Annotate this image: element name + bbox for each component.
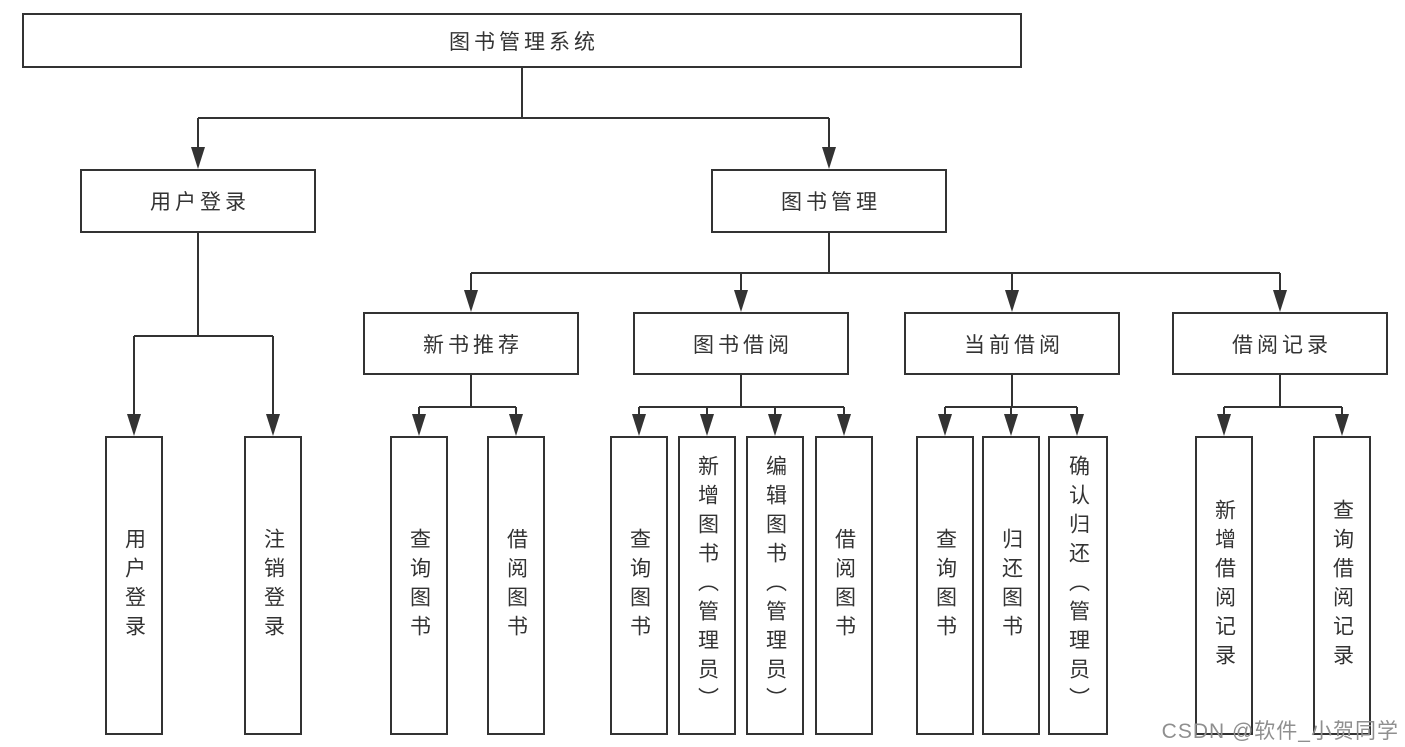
leaf-borrow-books-2: 借阅图书 (815, 436, 873, 735)
arrowheads (127, 147, 1349, 436)
leaf-query-books-2: 查询图书 (610, 436, 668, 735)
leaf-query-borrow-record: 查询借阅记录 (1313, 436, 1371, 735)
leaf-confirm-return-admin: 确认归还（管理员） (1048, 436, 1108, 735)
leaf-return-book: 归还图书 (982, 436, 1040, 735)
leaf-add-borrow-record: 新增借阅记录 (1195, 436, 1253, 735)
leaf-add-book-admin: 新增图书（管理员） (678, 436, 736, 735)
leaf-edit-book-admin: 编辑图书（管理员） (746, 436, 804, 735)
leaf-user-login: 用户登录 (105, 436, 163, 735)
leaf-borrow-books-1: 借阅图书 (487, 436, 545, 735)
node-borrow-records: 借阅记录 (1172, 312, 1388, 375)
node-book-borrow: 图书借阅 (633, 312, 849, 375)
node-new-book-recommend: 新书推荐 (363, 312, 579, 375)
node-root-library-system: 图书管理系统 (22, 13, 1022, 68)
csdn-watermark: CSDN @软件_小贺同学 (1161, 720, 1399, 743)
node-book-management: 图书管理 (711, 169, 947, 233)
connector-strokes (133, 68, 1343, 430)
node-user-login: 用户登录 (80, 169, 316, 233)
leaf-query-books-3: 查询图书 (916, 436, 974, 735)
node-current-borrow: 当前借阅 (904, 312, 1120, 375)
leaf-query-books-1: 查询图书 (390, 436, 448, 735)
leaf-logout: 注销登录 (244, 436, 302, 735)
